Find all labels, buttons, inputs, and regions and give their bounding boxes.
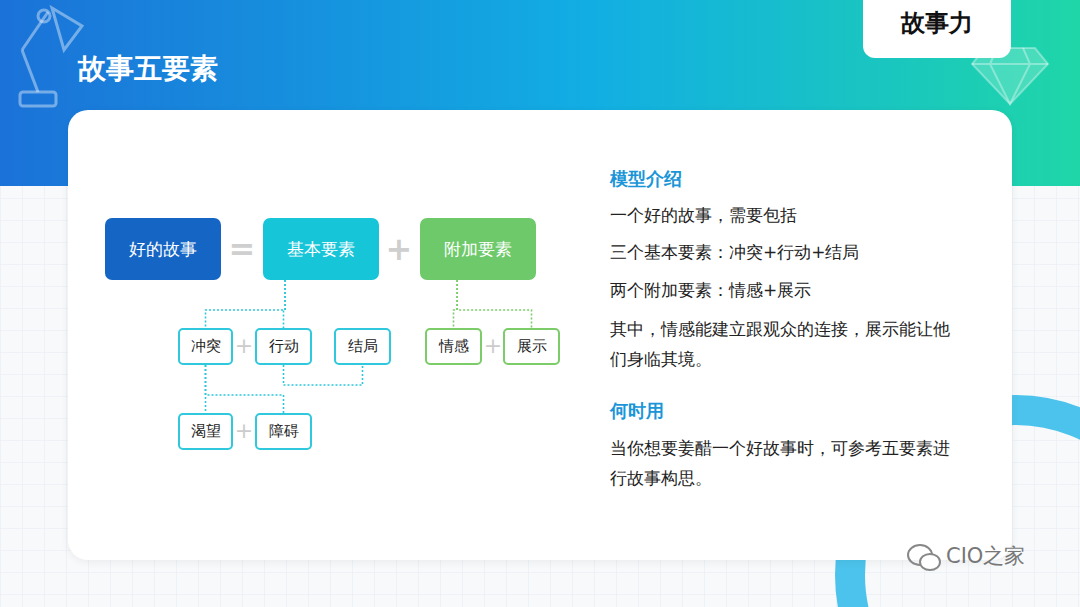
element-box: 冲突 bbox=[178, 328, 233, 365]
group-box: 附加要素 bbox=[420, 218, 536, 280]
box-text: 结局 bbox=[348, 337, 378, 356]
body-text: 两个附加要素：情感+展示 bbox=[610, 279, 811, 301]
lamp-icon bbox=[20, 8, 82, 106]
box-text: 基本要素 bbox=[287, 238, 355, 261]
body-text: 当你想要姜醋一个好故事时，可参考五要素进行故事构思。 bbox=[610, 433, 962, 493]
dotted-connector bbox=[206, 365, 284, 413]
body-text: 三个基本要素：冲突+行动+结局 bbox=[610, 241, 860, 263]
dotted-connector bbox=[457, 280, 531, 328]
result-box: 好的故事 bbox=[105, 218, 221, 280]
body-text: 其中，情感能建立跟观众的连接，展示能让他们身临其境。 bbox=[610, 314, 962, 374]
group-box: 基本要素 bbox=[263, 218, 379, 280]
dotted-connector bbox=[284, 365, 363, 385]
element-box: 行动 bbox=[255, 328, 312, 365]
watermark: CIO之家 bbox=[946, 543, 1025, 570]
box-text: 好的故事 bbox=[129, 238, 197, 261]
element-box: 情感 bbox=[425, 328, 482, 365]
element-box: 展示 bbox=[503, 328, 560, 365]
element-box: 渴望 bbox=[178, 413, 233, 450]
box-text: 故事力 bbox=[901, 7, 973, 39]
box-text: 冲突 bbox=[191, 337, 221, 356]
tab-box: 故事力 bbox=[863, 0, 1011, 58]
box-text: 附加要素 bbox=[444, 238, 512, 261]
element-box: 结局 bbox=[334, 328, 391, 365]
page-title: 故事五要素 bbox=[78, 50, 218, 88]
box-text: 情感 bbox=[439, 337, 469, 356]
plus-sign: + bbox=[235, 420, 253, 442]
element-box: 障碍 bbox=[255, 413, 312, 450]
section-heading: 模型介绍 bbox=[610, 167, 682, 190]
dotted-connector bbox=[284, 280, 286, 328]
box-text: 行动 bbox=[269, 337, 299, 356]
body-text: 一个好的故事，需要包括 bbox=[610, 204, 797, 226]
plus-sign: + bbox=[484, 335, 502, 357]
box-text: 渴望 bbox=[191, 422, 221, 441]
dotted-connector bbox=[206, 280, 286, 328]
plus-sign: + bbox=[235, 335, 253, 357]
equals-sign: = bbox=[229, 233, 256, 265]
section-heading: 何时用 bbox=[610, 399, 664, 422]
box-text: 展示 bbox=[517, 337, 547, 356]
plus-sign: + bbox=[386, 233, 413, 265]
wechat-icon bbox=[905, 540, 945, 576]
box-text: 障碍 bbox=[269, 422, 299, 441]
